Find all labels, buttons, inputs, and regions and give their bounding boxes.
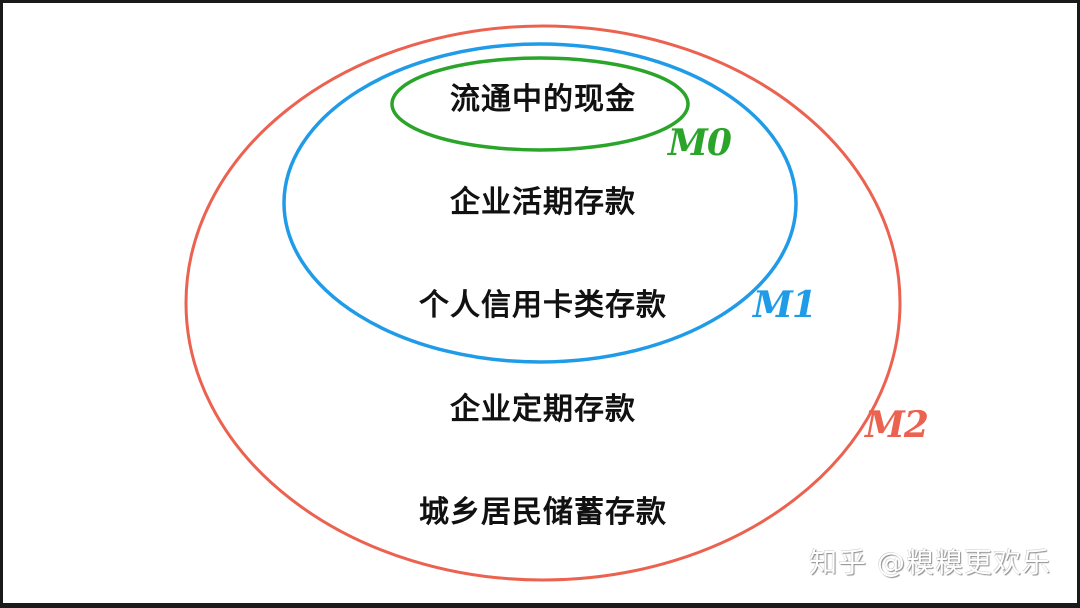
item-corporate-time-deposits: 企业定期存款 [450, 392, 636, 427]
m0-ellipse [390, 56, 690, 152]
m2-label: M2 [865, 404, 929, 446]
item-household-savings-deposits: 城乡居民储蓄存款 [419, 495, 667, 530]
m1-label: M1 [753, 284, 817, 326]
m2-ellipse [184, 24, 902, 582]
m1-ellipse [282, 42, 798, 364]
item-corporate-demand-deposits: 企业活期存款 [450, 185, 636, 220]
watermark: 知乎 @糗糗更欢乐 [809, 546, 1051, 579]
item-personal-credit-card-deposits: 个人信用卡类存款 [419, 288, 667, 323]
m0-label: M0 [668, 122, 732, 164]
item-cash-in-circulation: 流通中的现金 [450, 82, 636, 117]
